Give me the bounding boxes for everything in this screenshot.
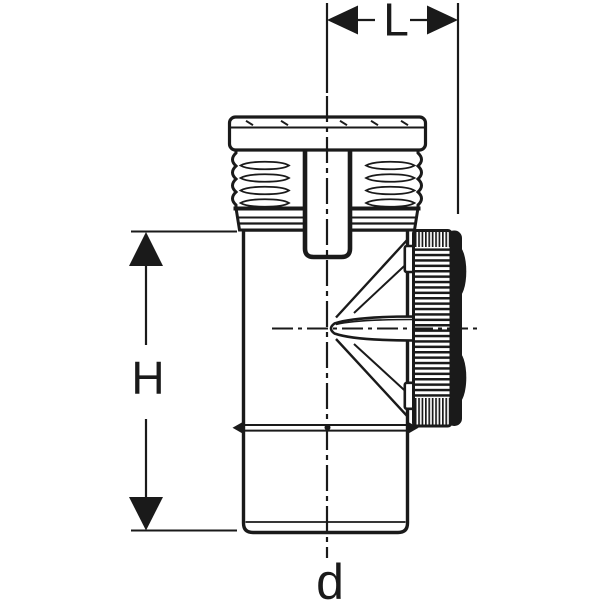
socket-collar-lines [233, 206, 421, 225]
bead-notch-left [232, 421, 245, 435]
branch-funnel [329, 238, 417, 418]
diameter-label-d: d [316, 554, 344, 600]
center-lines [272, 96, 479, 558]
arrow-right-icon [427, 5, 458, 35]
flange-notch-marks [245, 119, 409, 127]
dimension-label-H: H [131, 352, 164, 404]
cap-rim-bulge-upper [448, 245, 467, 298]
dimension-H: H [129, 230, 237, 532]
seal-ring-ribs [238, 160, 417, 208]
cap-rim-bulge-lower [448, 351, 467, 404]
bead-notch-right [406, 421, 419, 435]
dimension-L: L [325, 0, 460, 214]
arrow-up-icon [129, 232, 163, 266]
dimension-label-L: L [383, 0, 409, 46]
arrow-down-icon [129, 497, 163, 531]
arrow-left-icon [327, 5, 358, 35]
pipe-body [241, 228, 410, 535]
